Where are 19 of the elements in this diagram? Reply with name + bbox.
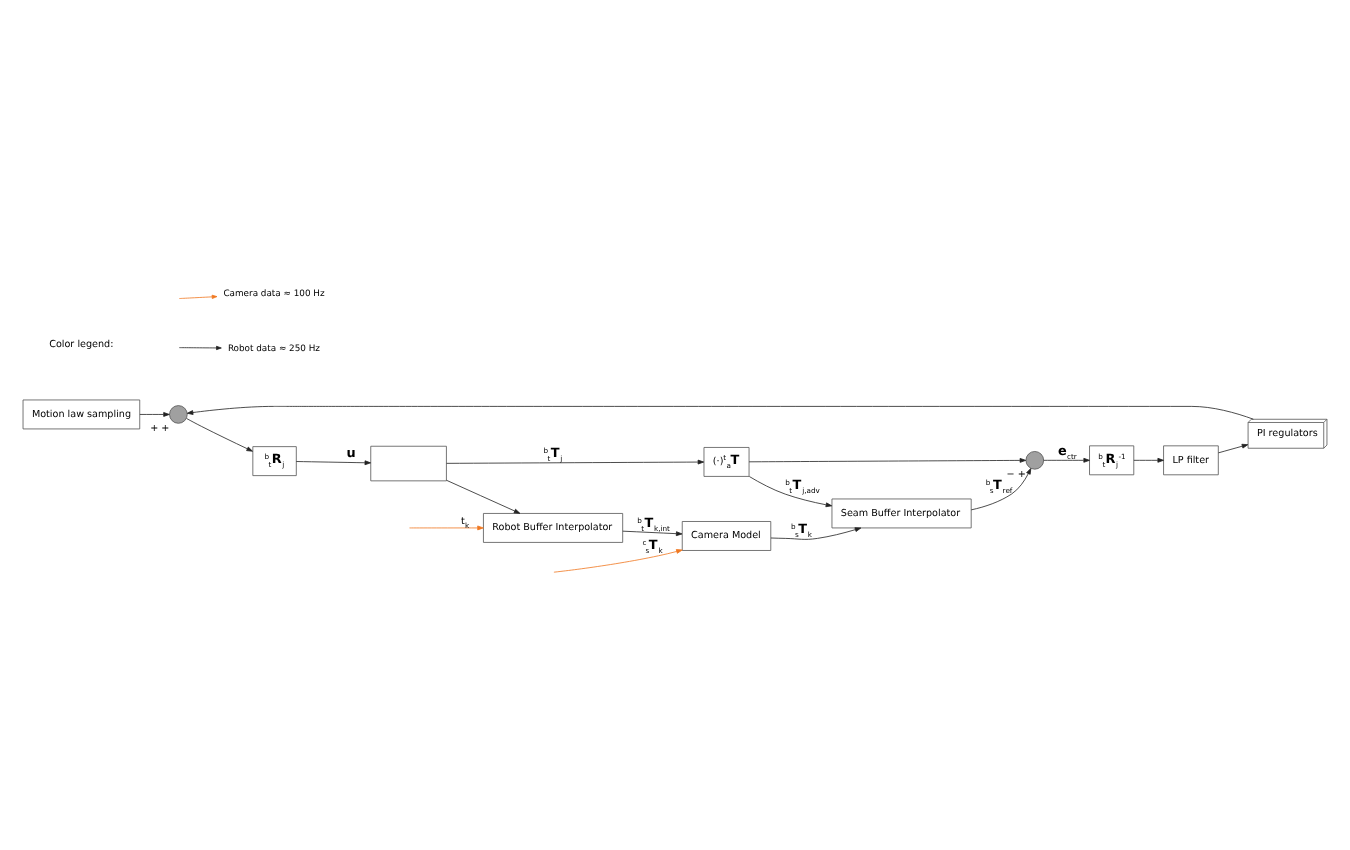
arrow: [1043, 456, 1090, 462]
arrow: [553, 548, 683, 572]
node-circle: [1025, 450, 1045, 469]
arrow: [1133, 456, 1164, 462]
arrow: [186, 417, 253, 451]
node-box: [370, 444, 447, 481]
arrow: [186, 405, 1254, 419]
arrow: [446, 478, 521, 513]
arrow: [1218, 442, 1249, 453]
arrow: [748, 457, 1027, 462]
arrow: [446, 458, 705, 464]
arrow: [139, 411, 170, 416]
arrow: [622, 529, 683, 536]
arrow: [970, 467, 1032, 510]
node-circle: [169, 404, 188, 423]
arrow: [770, 526, 862, 539]
arrow: [409, 524, 484, 530]
arrow: [295, 459, 371, 465]
arrow: [748, 475, 833, 507]
